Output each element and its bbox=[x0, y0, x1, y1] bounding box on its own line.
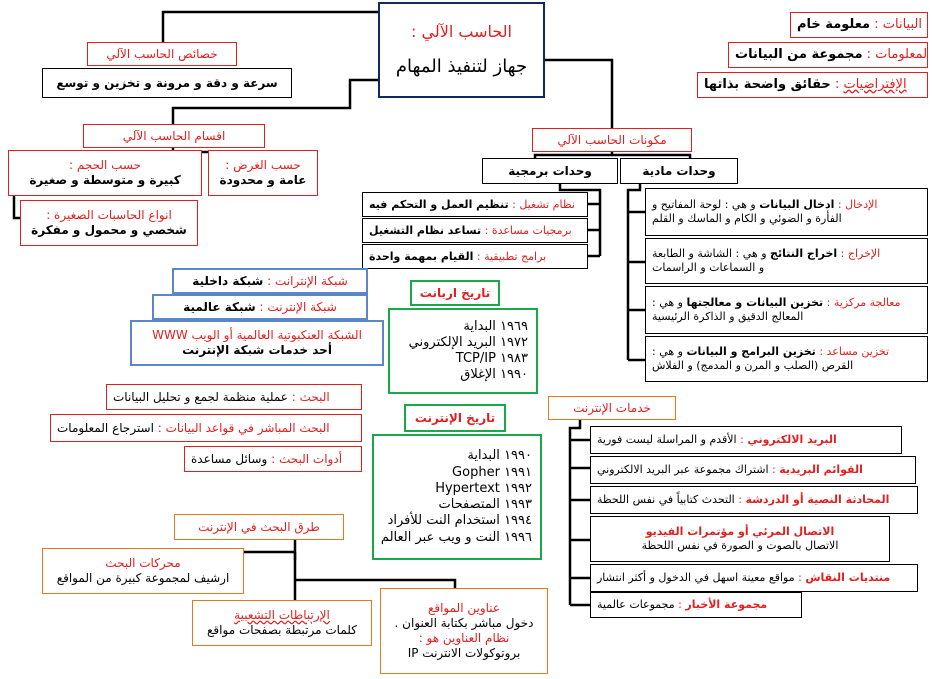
internet-history-timeline: ١٩٩٠ البداية ١٩٩١ Gopher ١٩٩٢ Hypertext … bbox=[372, 434, 542, 560]
definition-axioms: الإفتراضيات : حقائق واضحة بذاتها bbox=[697, 72, 928, 98]
search-definition: البحث : عملية منظمة لجمع و تحليل البيانا… bbox=[106, 384, 362, 410]
search-addresses: عناوين المواقع دخول مباشر بكتابة العنوان… bbox=[380, 588, 548, 674]
network-internet: شبكة الإنترنت : شبكة عالمية bbox=[152, 294, 368, 320]
features-title: خصائص الحاسب الآلي bbox=[87, 42, 237, 66]
hardware-output: الإخراج : اخراج النتائج و هي : الشاشة و … bbox=[645, 238, 928, 284]
hardware-cpu: معالجة مركزية : تخزين البيانات و معالجته… bbox=[645, 286, 928, 334]
components-title: مكونات الحاسب الآلي bbox=[532, 128, 692, 152]
hardware-title: وحدات مادية bbox=[620, 158, 738, 184]
internet-event: ١٩٩٤ استخدام النت للأفراد bbox=[387, 513, 532, 529]
center-subtitle: جهاز لتنفيذ المهام bbox=[395, 55, 528, 77]
service-newsgroups: مجموعة الأخبار : مجموعات عالمية bbox=[590, 592, 802, 618]
definition-information: المعلومات : مجموعة من البيانات bbox=[728, 42, 928, 68]
service-video-conference: الاتصال المرئي أو مؤتمرات الفيديو الاتصا… bbox=[590, 516, 890, 562]
hardware-input: الإدخال : ادخال البيانات و هي : لوحة الم… bbox=[645, 188, 928, 236]
internet-event: ١٩٩٣ المتصفحات bbox=[438, 497, 532, 512]
internet-event: ١٩٩٠ البداية bbox=[467, 448, 532, 464]
internet-history-title: تاريخ الإنترنت bbox=[404, 404, 506, 432]
sections-title: اقسام الحاسب الآلي bbox=[83, 124, 265, 148]
internet-event: ١٩٩٦ النت و ويب عبر العالم bbox=[380, 529, 532, 545]
network-intranet: شبكة الإنترانت : شبكة داخلية bbox=[172, 268, 368, 294]
definition-data: البيانات : معلومة خام bbox=[790, 12, 928, 38]
software-applications: برامج تطبيقية : القيام بمهمة واحدة bbox=[362, 244, 588, 269]
service-forums: منتديات النقاش : مواقع معينة اسهل في الد… bbox=[590, 564, 918, 592]
arpanet-event: ١٩٨٣ TCP/IP bbox=[455, 351, 528, 366]
sections-by-purpose: حسب الغرض : عامة و محدودة bbox=[208, 150, 318, 196]
arpanet-event: ١٩٦٩ البداية bbox=[463, 318, 528, 334]
center-title: الحاسب الآلي : bbox=[411, 21, 512, 41]
center-box: الحاسب الآلي : جهاز لتنفيذ المهام bbox=[378, 2, 545, 98]
search-tools: أدوات البحث : وسائل مساعدة bbox=[184, 446, 362, 472]
software-os: نظام تشغيل : تنظيم العمل و التحكم فيه bbox=[362, 192, 588, 217]
service-mailing-lists: القوائم البريدية : اشتراك مجموعة عبر الب… bbox=[590, 456, 916, 484]
arpanet-timeline: ١٩٦٩ البداية ١٩٧٢ البريد الإلكتروني ١٩٨٣… bbox=[388, 308, 538, 394]
search-methods-title: طرق البحث في الإنترنت bbox=[174, 514, 344, 540]
sections-by-size: حسب الحجم : كبيرة و متوسطة و صغيرة bbox=[8, 150, 202, 196]
network-www: الشبكة العنكبوتية العالمية أو الويب WWW … bbox=[130, 320, 384, 366]
sections-small-types: انواع الحاسبات الصغيرة : شخصي و محمول و … bbox=[20, 200, 198, 246]
hardware-storage: تخزين مساعد : تخزين البرامج و البيانات و… bbox=[645, 336, 928, 382]
search-hyperlinks: الإرتباطات التشعبية كلمات مرتبطة بصفحات … bbox=[192, 600, 372, 646]
software-utilities: برمجيات مساعدة : تساعد نظام التشغيل bbox=[362, 218, 588, 243]
features-value: سرعة و دقة و مرونة و تخزين و توسع bbox=[42, 68, 292, 98]
search-direct-db: البحث المباشر في قواعد البيانات : استرجا… bbox=[50, 414, 362, 442]
arpanet-title: تاريخ اربانت bbox=[410, 280, 500, 306]
internet-event: ١٩٩٢ Hypertext bbox=[435, 480, 532, 496]
arpanet-event: ١٩٩٠ الإغلاق bbox=[460, 367, 528, 383]
arpanet-event: ١٩٧٢ البريد الإلكتروني bbox=[408, 334, 528, 350]
search-engines: محركات البحث ارشيف لمجموعة كبيرة من المو… bbox=[42, 548, 244, 594]
services-title: خدمات الإنترنت bbox=[548, 396, 676, 420]
service-chat: المحادثة النصية أو الدردشة : التحدث كتاب… bbox=[590, 486, 918, 514]
service-email: البريد الالكتروني : الأقدم و المراسلة لي… bbox=[590, 426, 902, 454]
internet-event: ١٩٩١ Gopher bbox=[452, 464, 532, 480]
software-title: وحدات برمجية bbox=[482, 158, 618, 184]
